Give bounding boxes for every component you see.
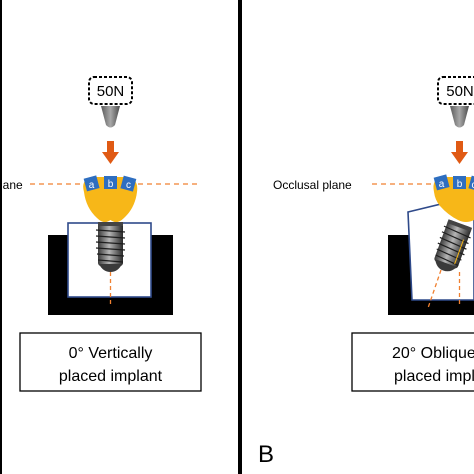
- occlusal-plane-label-b: Occlusal plane: [273, 178, 352, 192]
- caption-line-1: 0° Vertically: [69, 345, 153, 362]
- load-points-b: a b c: [433, 174, 474, 192]
- force-arrow-b: [451, 141, 468, 164]
- panel-letter-b: B: [258, 441, 274, 468]
- implant-b: [434, 219, 473, 272]
- caption-line-2-b: placed impla: [394, 368, 474, 385]
- load-point-b: b: [108, 179, 114, 190]
- loading-tip-b: [450, 106, 469, 128]
- force-label-box: [88, 76, 133, 105]
- load-point-c: c: [126, 180, 131, 191]
- force-arrow: [102, 141, 119, 164]
- panel-b: 50N Occlusal plane a b c: [258, 76, 474, 468]
- force-label-b: 50N: [446, 83, 474, 100]
- load-point-c-b: c: [472, 180, 474, 191]
- panel-a-border: [0, 0, 2, 474]
- caption-line-1-b: 20° Oblique: [392, 345, 474, 362]
- caption-box: [19, 332, 202, 392]
- load-point-a-b: a: [439, 179, 445, 190]
- caption-box-b: [351, 332, 474, 392]
- load-point-a: a: [89, 180, 95, 191]
- load-point-b-b: b: [457, 179, 463, 190]
- implant: [95, 222, 126, 272]
- occlusal-plane-label: lane: [0, 178, 23, 192]
- panel-divider: [238, 0, 242, 474]
- caption-line-2: placed implant: [59, 368, 163, 385]
- force-label-box-b: [437, 76, 474, 105]
- loading-tip: [101, 106, 120, 128]
- panel-a: 50N lane a b c: [0, 76, 202, 392]
- force-label: 50N: [97, 83, 125, 100]
- load-points: a b c: [83, 175, 137, 192]
